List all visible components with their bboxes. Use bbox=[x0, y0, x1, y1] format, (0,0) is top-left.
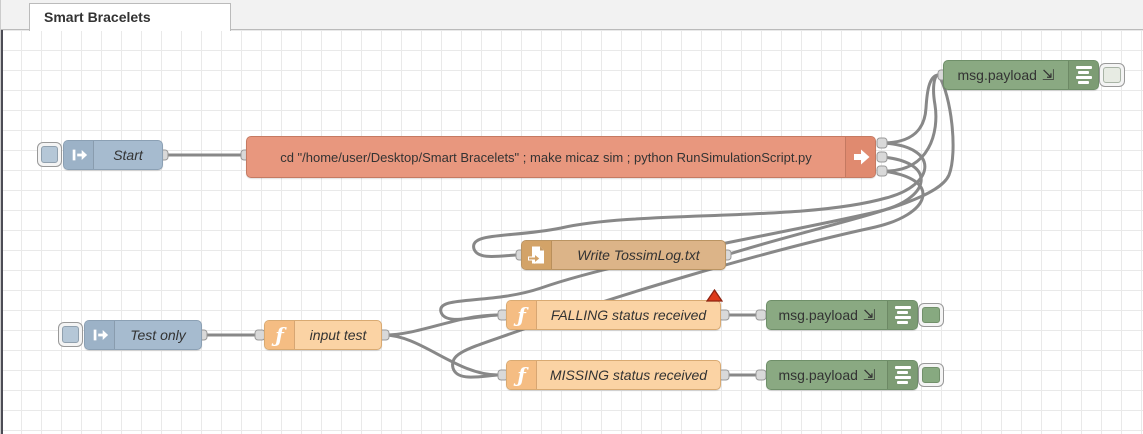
node-label: msg.payload bbox=[957, 67, 1037, 83]
function-icon: ƒ bbox=[265, 321, 295, 349]
debug-target-glyph: ⇲ bbox=[862, 367, 876, 384]
node-debug-falling[interactable]: msg.payload ⇲ bbox=[766, 300, 918, 330]
function-icon: ƒ bbox=[507, 301, 537, 329]
node-debug-missing[interactable]: msg.payload ⇲ bbox=[766, 360, 918, 390]
node-label: input test bbox=[309, 327, 367, 343]
port-exec-out-1[interactable] bbox=[876, 137, 888, 149]
node-label: MISSING status received bbox=[549, 367, 708, 383]
warning-triangle-icon bbox=[706, 289, 723, 302]
node-start[interactable]: Start bbox=[63, 140, 163, 170]
inject-icon bbox=[64, 141, 94, 169]
node-missing-status[interactable]: ƒ MISSING status received bbox=[506, 360, 721, 390]
node-label: Test only bbox=[130, 327, 186, 343]
wire-write-to-debug[interactable] bbox=[724, 74, 955, 257]
node-test-only[interactable]: Test only bbox=[84, 320, 202, 350]
inject-button-start[interactable] bbox=[37, 142, 62, 167]
debug-target-glyph: ⇲ bbox=[862, 307, 876, 324]
inject-button-testonly[interactable] bbox=[58, 322, 83, 347]
node-label: msg.payload bbox=[778, 307, 858, 323]
wire-exec2-to-falling[interactable] bbox=[439, 155, 923, 321]
node-label: cd "/home/user/Desktop/Smart Bracelets" … bbox=[280, 149, 812, 165]
debug-icon bbox=[1068, 61, 1098, 89]
debug-icon bbox=[887, 361, 917, 389]
port-debug-falling-in[interactable] bbox=[755, 309, 767, 321]
file-out-icon bbox=[522, 241, 552, 269]
debug-toggle-missing[interactable] bbox=[918, 363, 944, 387]
node-input-test[interactable]: ƒ input test bbox=[264, 320, 382, 350]
node-falling-status[interactable]: ƒ FALLING status received bbox=[506, 289, 723, 330]
debug-toggle-falling[interactable] bbox=[918, 303, 944, 327]
debug-icon bbox=[887, 301, 917, 329]
wire-inputtest-to-missing[interactable] bbox=[382, 333, 500, 377]
node-debug-sim[interactable]: msg.payload ⇲ bbox=[943, 60, 1099, 90]
wire-exec3-to-missing[interactable] bbox=[451, 169, 925, 379]
port-debug-missing-in[interactable] bbox=[755, 369, 767, 381]
node-label: FALLING status received bbox=[550, 307, 707, 323]
function-icon: ƒ bbox=[507, 361, 537, 389]
exec-arrow-icon bbox=[845, 137, 875, 177]
wire-exec1-to-write[interactable] bbox=[472, 141, 927, 258]
node-label: msg.payload bbox=[778, 367, 858, 383]
wire-exec1-to-debug[interactable] bbox=[880, 73, 940, 145]
debug-toggle-sim[interactable] bbox=[1099, 63, 1125, 87]
node-label: Write TossimLog.txt bbox=[577, 247, 700, 263]
node-label: Start bbox=[113, 147, 143, 163]
palette-edge bbox=[1, 30, 3, 434]
node-write-tossimlog[interactable]: Write TossimLog.txt bbox=[521, 240, 726, 270]
node-exec-simulation[interactable]: cd "/home/user/Desktop/Smart Bracelets" … bbox=[246, 136, 876, 178]
inject-icon bbox=[85, 321, 115, 349]
debug-target-glyph: ⇲ bbox=[1041, 67, 1055, 84]
tab-smart-bracelets[interactable]: Smart Bracelets bbox=[29, 3, 231, 31]
port-exec-out-3[interactable] bbox=[876, 165, 888, 177]
port-exec-out-2[interactable] bbox=[876, 151, 888, 163]
